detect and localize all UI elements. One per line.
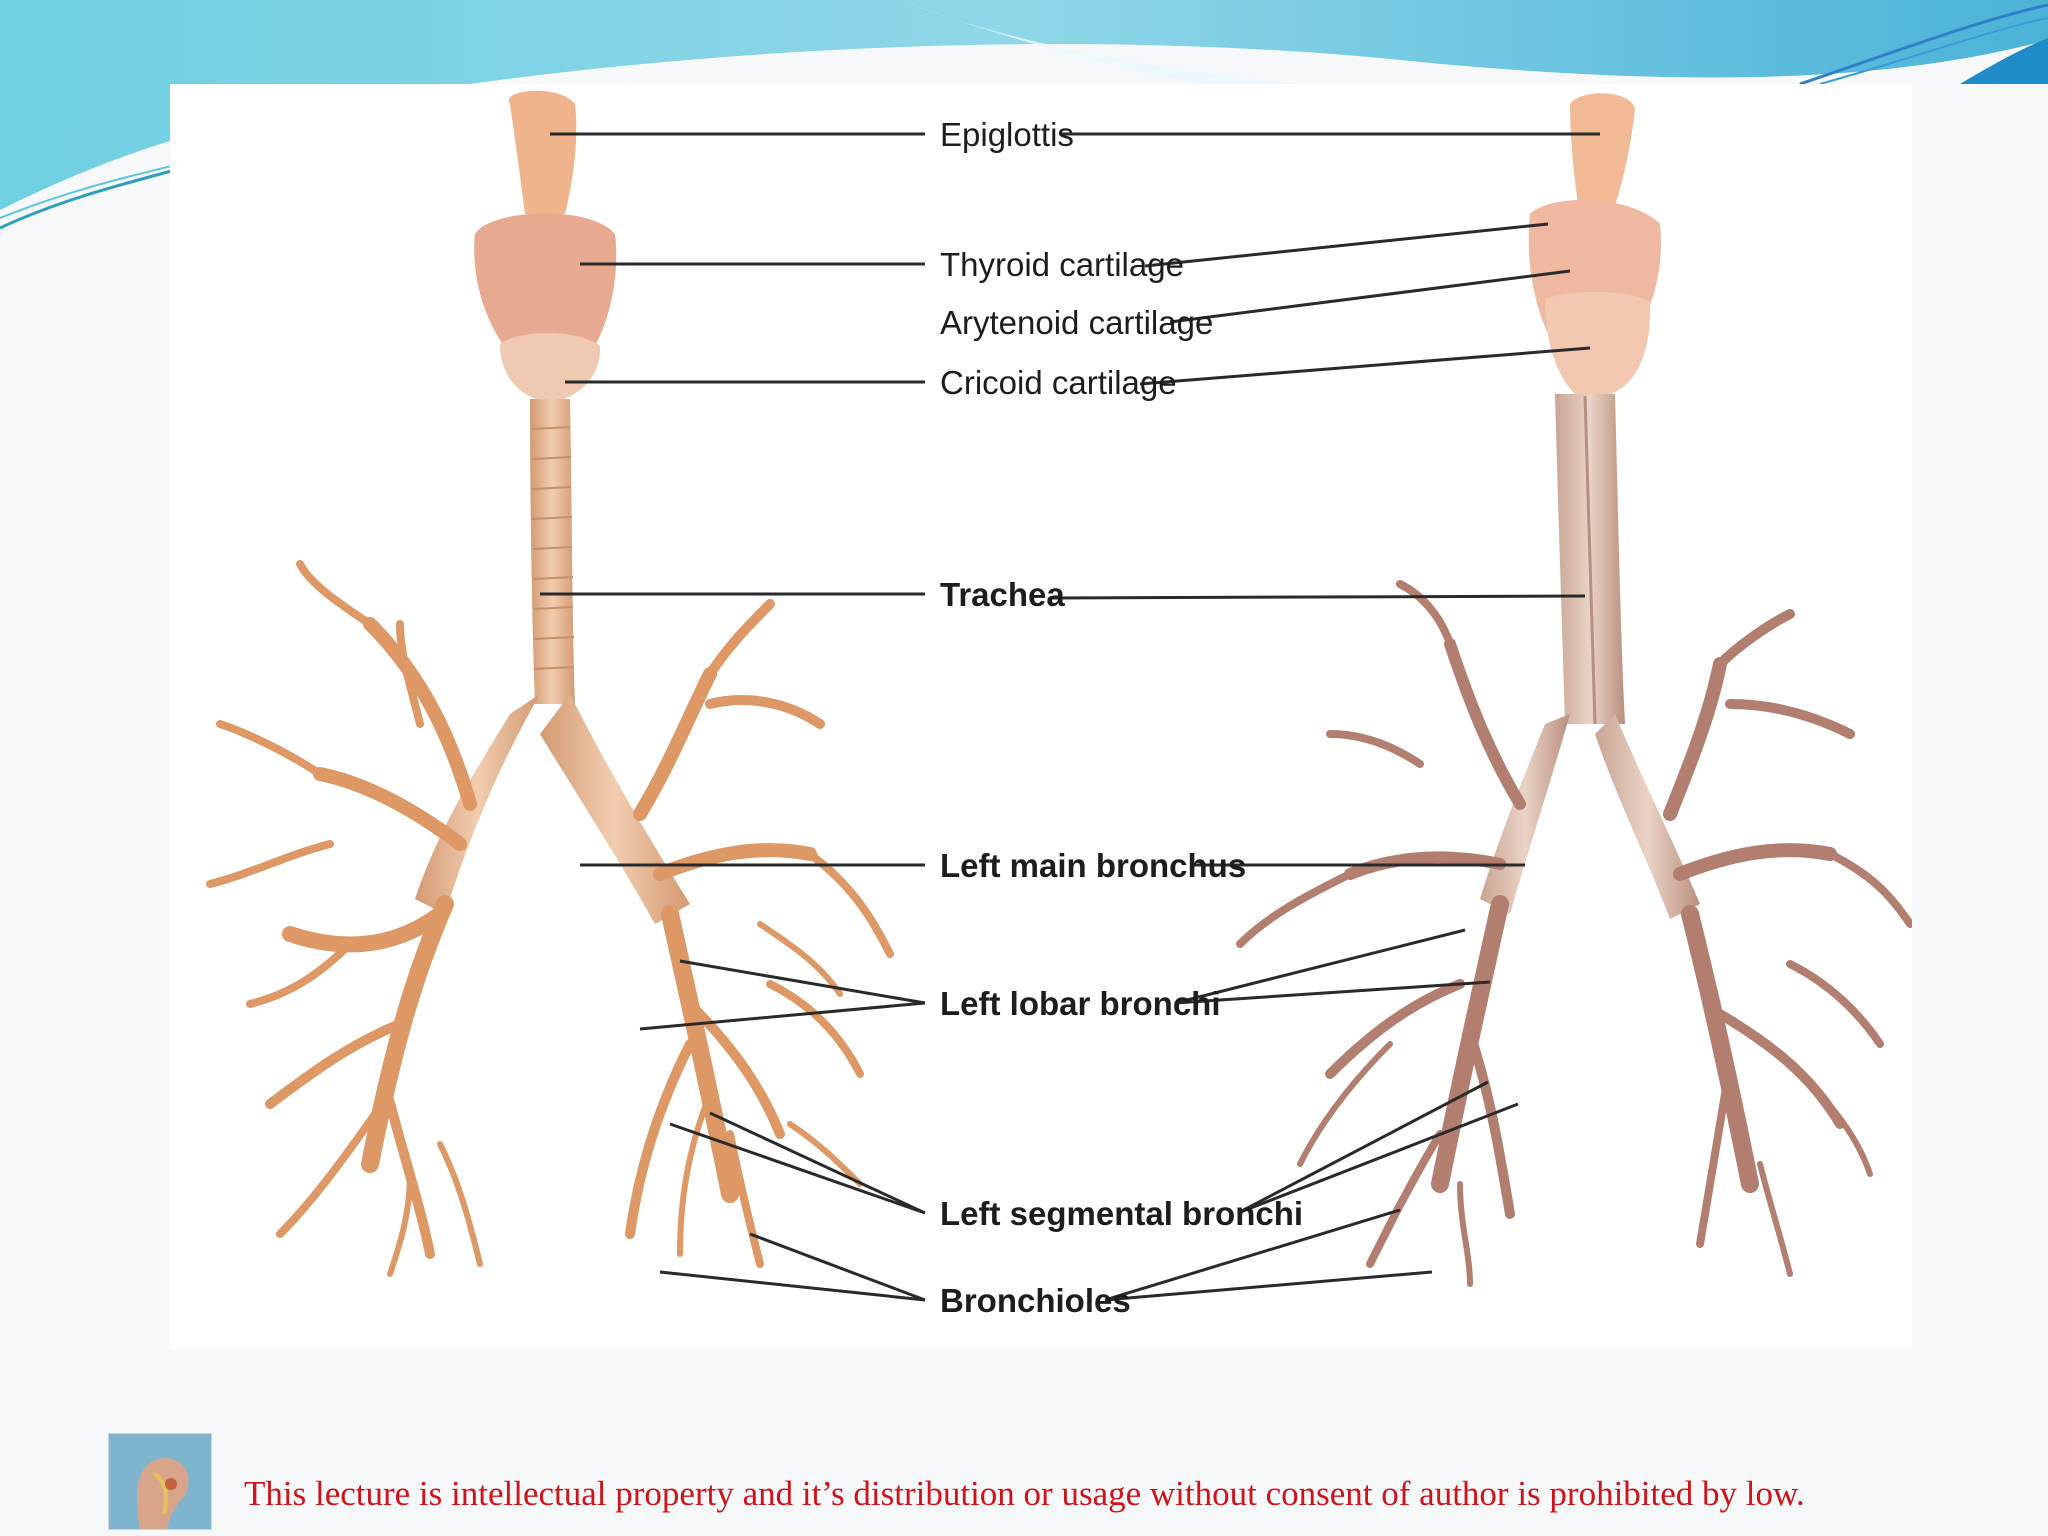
anatomy-diagram: Epiglottis Thyroid cartilage Arytenoid c…: [206, 90, 1912, 1319]
right-specimen: [1236, 93, 1912, 1287]
label-trachea: Trachea: [940, 576, 1065, 613]
wave-dark-right: [1960, 38, 2048, 84]
epiglottis-shape-left: [508, 90, 577, 214]
leader-lines: [540, 132, 1600, 1302]
bronchial-tree-right-side: [625, 599, 894, 1268]
bronchial-tree-left-side: [206, 560, 483, 1277]
bronchial-tree-right-right-lung: [1663, 609, 1912, 1277]
leader-lobar-right-2: [1174, 980, 1491, 1005]
label-left-main-bronchus: Left main bronchus: [940, 847, 1246, 884]
leader-bronchioles-left-1: [749, 1232, 926, 1302]
leader-trachea-right: [1051, 594, 1586, 600]
author-logo-thumbnail: [108, 1433, 212, 1530]
leader-segmental-right-1: [1237, 1080, 1489, 1215]
wave-stroke-right-2: [1819, 17, 2048, 85]
leader-segmental-left-2: [669, 1122, 926, 1215]
leader-bronchioles-right-1: [1104, 1208, 1401, 1302]
diagram-labels: Epiglottis Thyroid cartilage Arytenoid c…: [940, 116, 1303, 1319]
thyroid-cartilage-shape-left: [474, 213, 617, 359]
bronchial-tree-right-left-lung: [1236, 580, 1526, 1287]
header-wave: [0, 0, 2048, 210]
leader-arytenoid-right: [1169, 269, 1571, 324]
leader-cricoid-right: [1139, 346, 1591, 386]
right-main-bronchus-shape-right: [1595, 714, 1700, 919]
wave-stroke-right: [1799, 3, 2048, 86]
leader-lobar-left-1: [679, 959, 926, 1005]
leader-lobar-left-2: [639, 1001, 926, 1031]
right-main-bronchus-shape-left: [415, 694, 540, 914]
leader-segmental-right-2: [1237, 1102, 1519, 1215]
leader-lobar-right-1: [1174, 928, 1466, 1005]
left-specimen: [206, 90, 894, 1277]
label-bronchioles: Bronchioles: [940, 1282, 1131, 1319]
trachea-shape-left: [530, 399, 575, 704]
label-left-segmental-bronchi: Left segmental bronchi: [940, 1195, 1303, 1232]
label-left-lobar-bronchi: Left lobar bronchi: [940, 985, 1221, 1022]
wave-stroke-left: [0, 168, 176, 230]
leader-thyroid-right: [1144, 222, 1549, 268]
wave-stroke-left-2: [0, 163, 181, 219]
cricoid-shape-right: [1545, 291, 1651, 394]
copyright-notice: This lecture is intellectual property an…: [244, 1474, 1805, 1513]
label-thyroid-cartilage: Thyroid cartilage: [940, 246, 1184, 283]
leader-bronchioles-left-2: [659, 1270, 926, 1302]
left-main-bronchus-shape-left: [540, 694, 690, 924]
label-cricoid-cartilage: Cricoid cartilage: [940, 364, 1177, 401]
trachea-rings-left: [531, 426, 575, 670]
leader-bronchioles-right-2: [1104, 1270, 1433, 1302]
label-epiglottis: Epiglottis: [940, 116, 1074, 153]
label-arytenoid-cartilage: Arytenoid cartilage: [940, 304, 1213, 341]
cricoid-shape-left: [500, 332, 601, 402]
epiglottis-shape-right: [1570, 93, 1635, 219]
head-silhouette: [136, 1458, 189, 1529]
leader-segmental-left-1: [709, 1111, 926, 1215]
figure-panel: Epiglottis Thyroid cartilage Arytenoid c…: [170, 84, 1912, 1349]
